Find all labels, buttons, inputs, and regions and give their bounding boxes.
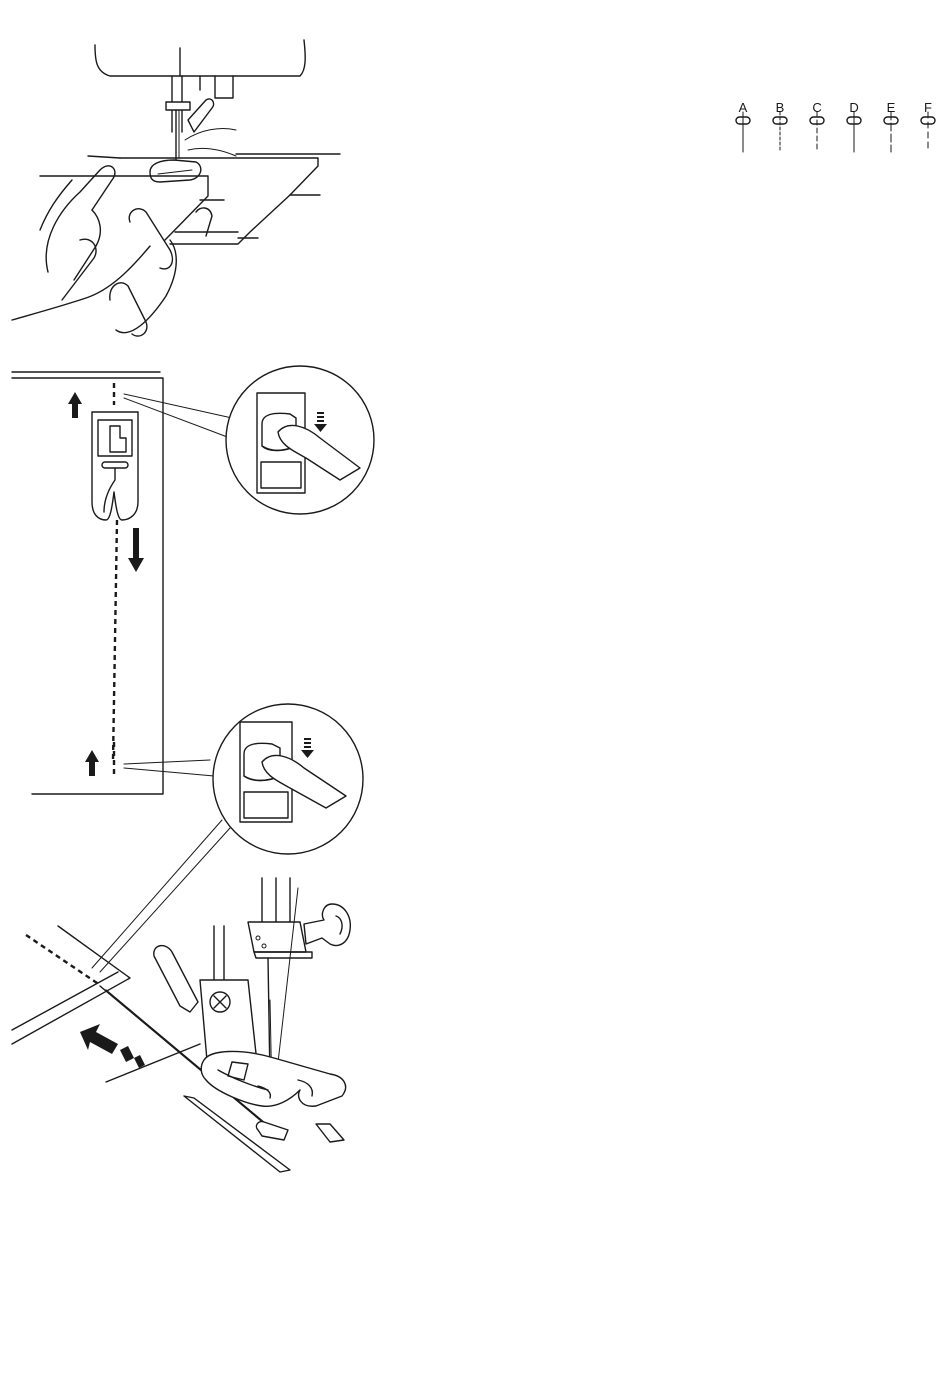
stitch-legend: A B C D E F [736,100,935,152]
down-arrow-icon [128,528,144,572]
legend-item-f: F [921,100,935,152]
legend-item-b: B [773,100,787,152]
machine-hands-illustration [12,40,340,336]
backtack-fabric-illustration [12,372,232,794]
legend-item-c: C [810,100,824,152]
up-arrow-icon [85,750,99,776]
up-arrow-icon [68,392,82,418]
legend-item-e: E [884,100,898,152]
legend-item-d: D [847,100,861,152]
legend-item-a: A [736,100,750,152]
reverse-button-callout [226,366,374,514]
presser-foot-illustration [12,878,350,1172]
feed-direction-arrow-icon [80,1024,145,1068]
